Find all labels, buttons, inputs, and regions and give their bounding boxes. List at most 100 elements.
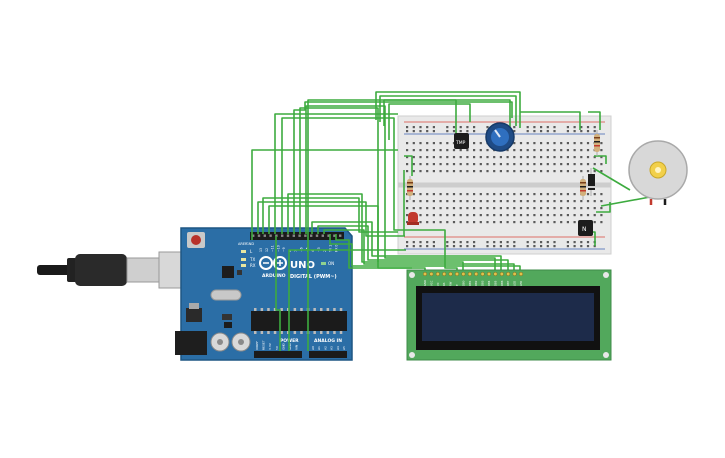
jumper-wire[interactable] (520, 111, 581, 130)
jumper-wire[interactable] (375, 91, 521, 128)
breadboard-hole (466, 170, 469, 173)
digital-pin-label: TX 1 (329, 245, 333, 253)
digital-pin-label: 2 (323, 250, 327, 252)
breadboard-hole (600, 149, 603, 152)
breadboard-hole (519, 170, 523, 173)
breadboard-hole (426, 142, 429, 145)
jumper-wire[interactable] (293, 101, 513, 234)
jumper-wire[interactable] (594, 155, 607, 164)
resistor-top-right[interactable] (594, 130, 600, 156)
potentiometer[interactable] (485, 122, 515, 152)
breadboard-hole (473, 241, 476, 244)
breadboard-hole (426, 126, 429, 129)
jumper-wire[interactable] (311, 221, 502, 274)
breadboard-hole (560, 221, 563, 224)
jumper-wire[interactable] (404, 155, 413, 176)
power-jack[interactable] (175, 331, 207, 355)
breadboard-hole (432, 221, 435, 224)
breadboard-hole (412, 156, 415, 159)
header-pin (275, 234, 278, 237)
breadboard-hole (506, 149, 509, 152)
jumper-wire[interactable] (388, 103, 471, 140)
breadboard-hole (479, 163, 482, 166)
digital-header-pins (252, 234, 342, 237)
breadboard-hole (586, 200, 590, 203)
header-pin (269, 234, 272, 237)
breadboard-hole (593, 221, 596, 224)
breadboard-hole (573, 200, 576, 203)
breadboard-hole (459, 245, 462, 248)
jumper-wire[interactable] (299, 107, 379, 262)
header-pin (310, 234, 313, 237)
lcd-pin-label: E (455, 284, 459, 286)
jumper-wire[interactable] (275, 236, 281, 351)
breadboard-hole (600, 221, 603, 224)
motor-shaft (655, 167, 661, 173)
breadboard-hole (419, 130, 422, 133)
breadboard-hole (406, 156, 409, 159)
capacitor-2-top (238, 339, 244, 345)
usb-cable[interactable] (37, 251, 206, 289)
jumper-wire[interactable] (251, 149, 398, 240)
jumper-wire[interactable] (600, 196, 651, 207)
breadboard-hole (506, 245, 509, 248)
jumper-wire[interactable] (596, 202, 611, 213)
reset-button[interactable] (191, 235, 201, 245)
breadboard-hole (439, 156, 442, 159)
chip-pin (333, 308, 336, 311)
transistor-body (578, 220, 593, 236)
breadboard-hole (600, 142, 603, 145)
jumper-wire[interactable] (317, 225, 509, 274)
chip-pin (267, 331, 270, 334)
resistor-transistor[interactable] (580, 176, 586, 200)
crystal (210, 289, 242, 301)
jumper-wire[interactable] (288, 249, 406, 351)
breadboard-hole (573, 193, 576, 196)
resistor-led[interactable] (407, 176, 413, 200)
jumper-wire[interactable] (588, 111, 601, 130)
jumper-wire[interactable] (335, 234, 412, 269)
lcd-pin (442, 271, 447, 277)
breadboard-hole (506, 241, 509, 244)
npn-transistor[interactable]: N (578, 220, 593, 236)
breadboard-hole (473, 200, 476, 203)
tx-led-label: TX (249, 257, 255, 262)
jumper-wire[interactable] (592, 167, 631, 191)
diode[interactable] (588, 168, 595, 196)
breadboard-hole (479, 221, 482, 224)
breadboard-hole (573, 214, 576, 217)
jumper-wires[interactable] (251, 91, 651, 351)
breadboard-hole (600, 214, 603, 217)
breadboard-hole (566, 207, 569, 210)
jumper-wire[interactable] (274, 113, 398, 234)
breadboard-hole (452, 156, 456, 159)
breadboard-hole (553, 156, 556, 159)
dc-motor[interactable] (628, 140, 688, 205)
jumper-wire[interactable] (307, 99, 457, 351)
breadboard-hole (533, 142, 536, 145)
breadboard-hole (546, 200, 549, 203)
breadboard-hole (533, 193, 536, 196)
header-pin (281, 234, 284, 237)
red-led[interactable] (407, 212, 419, 225)
jumper-wire[interactable] (257, 201, 405, 237)
breadboard-hole (452, 200, 456, 203)
breadboard-hole (586, 126, 590, 129)
power-pin-label: IOREF (255, 341, 259, 350)
jumper-wire[interactable] (379, 95, 517, 126)
breadboard-hole (573, 163, 576, 166)
jumper-wire[interactable] (383, 99, 511, 138)
breadboard-hole (513, 221, 516, 224)
breadboard-hole (533, 126, 536, 129)
temperature-sensor[interactable]: TMP (454, 133, 469, 149)
regulator-tab (189, 303, 199, 309)
jumper-wire[interactable] (329, 234, 521, 274)
breadboard-hole (573, 241, 576, 244)
breadboard-hole (493, 163, 496, 166)
chip-pin (339, 331, 343, 334)
breadboard-hole (586, 214, 590, 217)
